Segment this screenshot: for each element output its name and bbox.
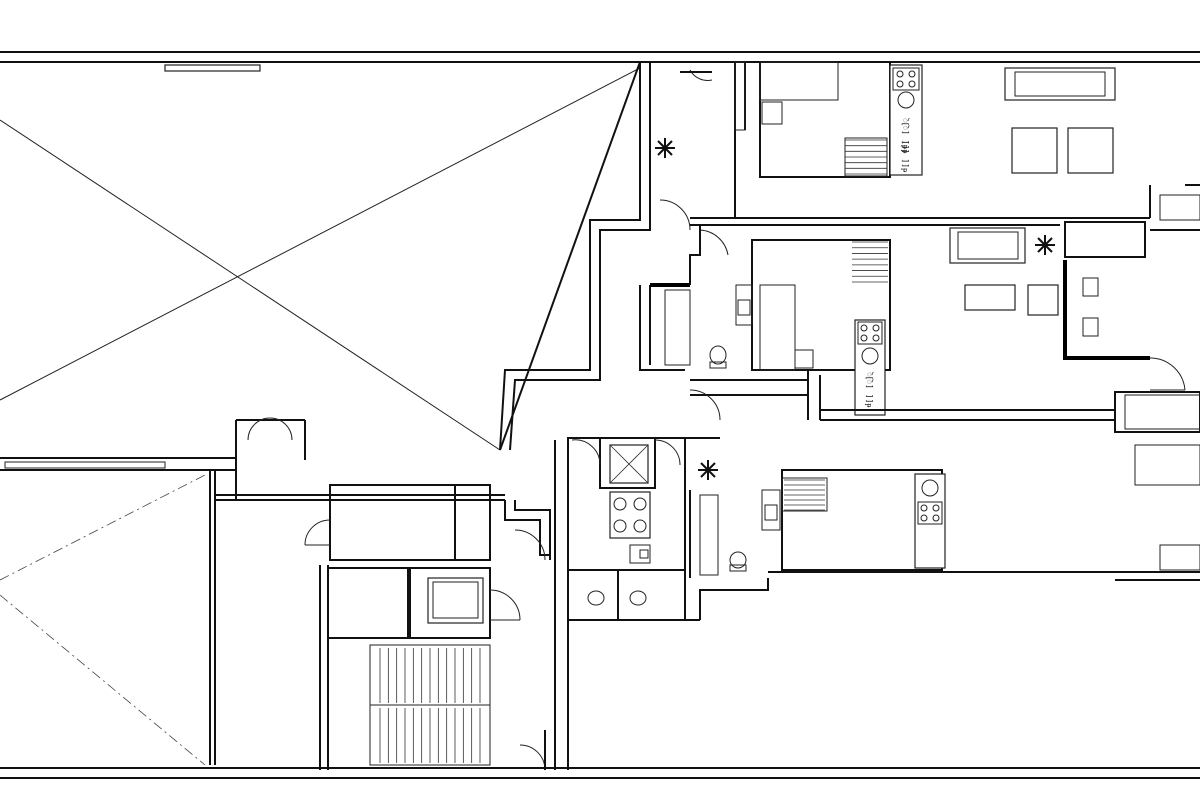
toilet-icon: [729, 551, 747, 569]
cooktop-icon: [892, 67, 920, 91]
counter-label-3: ॆ[ॆ] ]]ᵽ: [865, 372, 874, 408]
counter-label-2: [ᵽ] ]]ᵽ: [901, 140, 910, 172]
plant-icon: [1035, 235, 1055, 255]
left-lower-area: [0, 417, 1200, 779]
kitchen-counter: [914, 473, 946, 569]
sofa: [1004, 67, 1116, 101]
staircase: [369, 644, 491, 766]
elevator-car: [427, 577, 484, 624]
armchair: [1027, 284, 1059, 316]
counter-label-1: ॆ[ॆ] ]]ᵽ: [901, 118, 910, 154]
central-core: [215, 440, 569, 771]
plant-icon: [655, 138, 675, 158]
sink-icon: [921, 479, 939, 497]
coffee-table: [964, 284, 1016, 311]
kitchen-counter: [854, 319, 886, 416]
restroom-core: [567, 437, 769, 621]
lower-apartment: [729, 444, 1200, 581]
cooktop-icon: [917, 501, 943, 525]
cooktop-icon: [857, 321, 883, 345]
sofa: [949, 227, 1026, 264]
window-strip: [164, 64, 261, 72]
sink-icon: [897, 91, 915, 109]
toilet-icon: [587, 590, 605, 606]
wash-basins: [609, 491, 651, 539]
middle-apartment: ॆ[ॆ] ]]ᵽ: [639, 221, 1200, 433]
armchair: [1011, 127, 1058, 174]
open-void-area: [0, 61, 641, 451]
top-exterior-wall: [0, 51, 1200, 72]
kitchen-counter: [889, 64, 923, 176]
armchair: [1067, 127, 1114, 174]
middle-walls: [499, 62, 651, 561]
sink-icon: [861, 347, 879, 365]
upper-apartment: ॆ[ॆ] ]]ᵽ [ᵽ] ]]ᵽ: [649, 61, 1200, 256]
toilet-icon: [629, 590, 647, 606]
toilet-icon: [709, 345, 727, 365]
plant-icon: [698, 460, 718, 480]
